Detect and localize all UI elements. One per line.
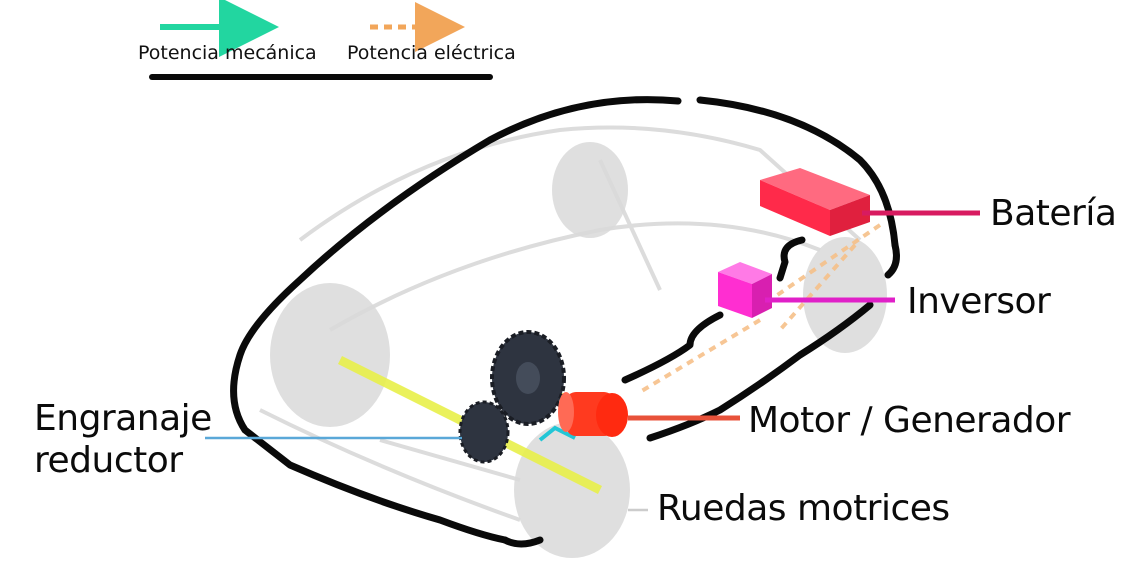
rear-left-wheel [552, 142, 628, 238]
reduction-gear-label-line1: Engranaje [34, 398, 212, 439]
car-outline [230, 96, 900, 548]
electrical-flow [638, 223, 882, 394]
leader-lines [205, 210, 980, 512]
battery-label: Batería [990, 193, 1117, 234]
drive-wheels-label: Ruedas motrices [657, 488, 950, 529]
mechanical-flow [538, 425, 576, 442]
large-gear-hub [516, 362, 540, 394]
motor-generator-block [558, 392, 628, 437]
small-gear [458, 400, 510, 464]
front-right-wheel [514, 422, 630, 558]
reduction-gear-assembly [458, 330, 566, 464]
rear-right-wheel [803, 237, 887, 353]
reduction-gear-label-line2: reductor [34, 440, 183, 481]
front-left-wheel [270, 283, 390, 427]
inverter-block [718, 262, 772, 318]
legend-electrical-label: Potencia eléctrica [347, 42, 516, 64]
ghost-wheels [270, 142, 887, 558]
motor-generator-label: Motor / Generador [748, 400, 1071, 441]
battery-block [760, 168, 870, 236]
legend [149, 0, 493, 80]
inverter-label: Inversor [907, 281, 1051, 322]
legend-mechanical-label: Potencia mecánica [138, 42, 317, 64]
